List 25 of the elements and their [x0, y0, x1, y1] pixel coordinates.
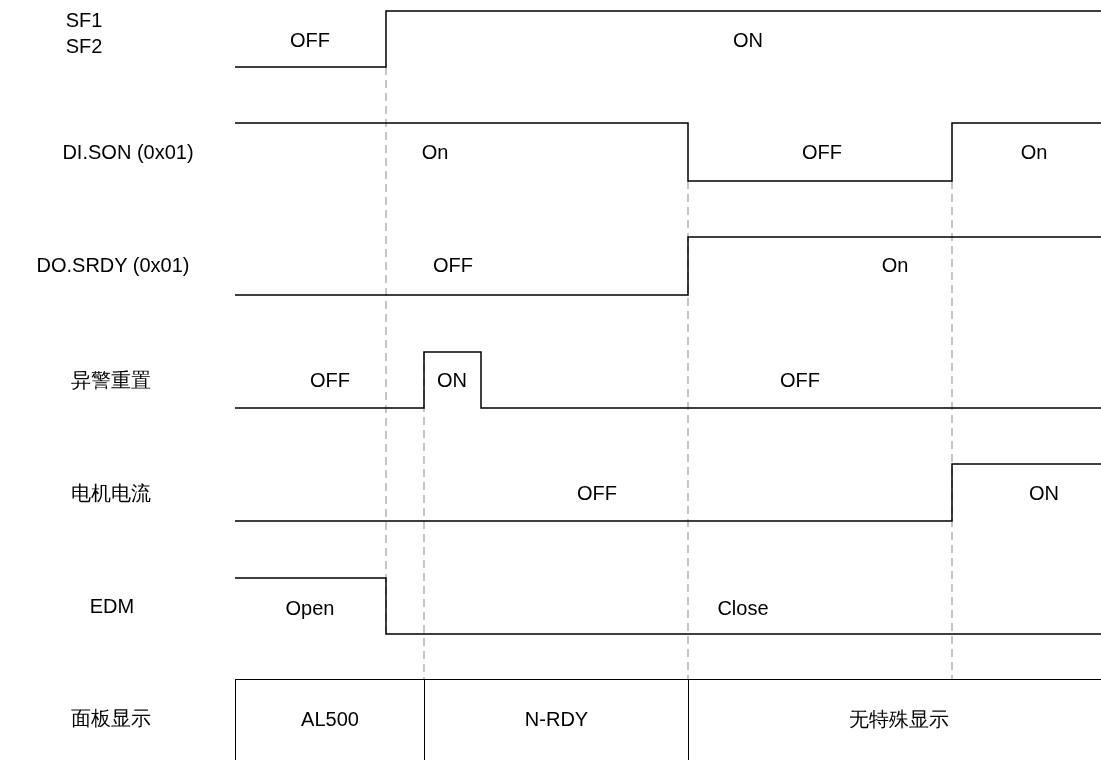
- state-label: OFF: [433, 255, 473, 275]
- display-text: N-RDY: [524, 707, 589, 731]
- signal-name: 面板显示: [71, 708, 151, 728]
- state-label: On: [421, 142, 449, 162]
- state-label: OFF: [802, 142, 842, 162]
- signal-name: DO.SRDY (0x01): [36, 255, 190, 275]
- signal-name: DI.SON (0x01): [62, 142, 194, 162]
- state-label: ON: [437, 370, 467, 390]
- state-label: On: [881, 255, 909, 275]
- state-label: OFF: [780, 370, 820, 390]
- state-label: OFF: [577, 483, 617, 503]
- state-label: Close: [717, 598, 769, 618]
- state-label: Open: [285, 598, 335, 618]
- signal-name: SF2: [65, 36, 103, 56]
- state-label: On: [1020, 142, 1048, 162]
- state-label: ON: [733, 30, 763, 50]
- display-text: 无特殊显示: [849, 706, 949, 732]
- display-text: AL500: [301, 707, 359, 731]
- signal-name: 电机电流: [71, 483, 151, 503]
- state-label: ON: [1029, 483, 1059, 503]
- state-label: OFF: [290, 30, 330, 50]
- signal-name: 异警重置: [71, 370, 151, 390]
- signal-name: SF1: [65, 10, 103, 30]
- state-label: OFF: [310, 370, 350, 390]
- signal-name: EDM: [89, 596, 135, 616]
